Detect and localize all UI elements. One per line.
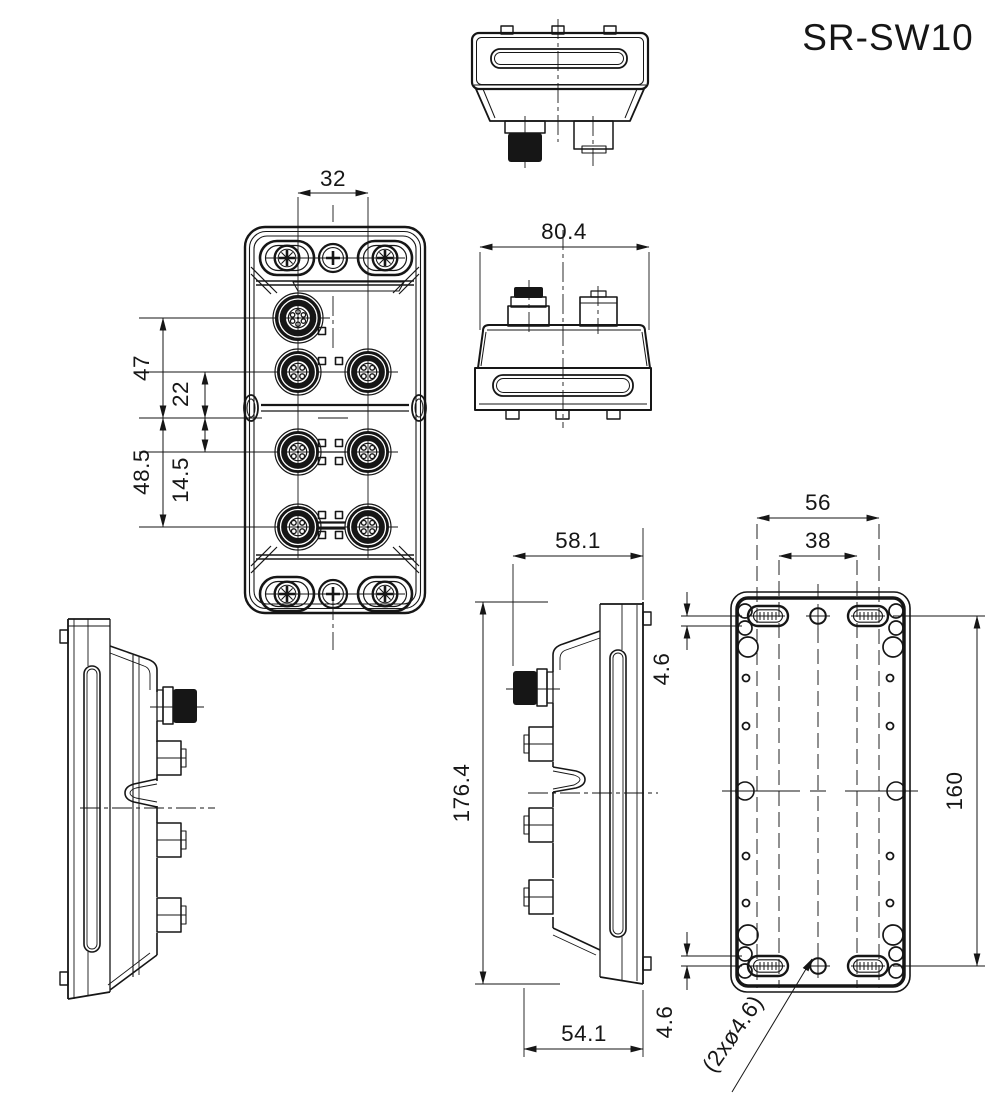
dimension-slot-span-inner: 38 [778,528,858,560]
dimension-gland-depth: 58.1 [512,528,644,560]
dim-label-38: 38 [805,528,831,553]
mounting-slot [746,954,790,978]
m12-port-2 [275,349,321,395]
dimension-slot-row-span: 160 [942,615,981,967]
m12-port-1 [273,293,323,343]
cable-gland-side [513,671,537,705]
cable-gland-top [508,133,542,162]
cable-gland-end [514,287,543,298]
port-stub [156,740,187,776]
m12-port-3 [345,349,391,395]
pilot-holes [741,673,895,908]
dimension-overall-width: 80.4 [479,219,650,251]
port-stub [156,822,187,858]
dimension-edge-offset-top: 4.6 [649,592,742,685]
mounting-slot [846,954,890,978]
mounting-slot [746,604,790,628]
led-indicators [316,326,346,540]
connector-stub-end [579,296,618,327]
dim-label-2x4-6: (2xø4.6) [697,991,768,1077]
m12-port-5 [345,429,391,475]
dimension-port-depth: 54.1 [523,1021,644,1053]
side-view-right: 58.1 176.4 54.1 [449,528,658,1057]
plate-groove [83,665,101,953]
dim-label-80-4: 80.4 [541,219,587,244]
dimension-row2: 22 [168,371,209,419]
latch-hook [552,766,586,793]
m12-port-7 [345,504,391,550]
port-stub [523,879,554,915]
front-view: 32 47 22 48.5 14.5 [129,166,427,650]
mounting-slot [846,604,890,628]
dimension-slot-span-outer: 56 [756,490,880,522]
dimension-row1: 47 [129,317,167,419]
cable-gland-side [173,689,197,723]
rear-view: 56 38 160 4.6 4.6 (2xø4.6) [649,490,985,1093]
plate-tab [59,629,69,644]
plate-tab [59,971,69,986]
plate-groove [609,649,627,938]
plate-tab [642,956,652,971]
dimension-overall-height: 176.4 [449,601,487,985]
dimension-edge-offset-bottom: 4.6 [652,932,742,1038]
top-view [470,19,650,170]
m12-port-6 [275,504,321,550]
hole-callout: (2xø4.6) [697,958,813,1093]
port-stub [523,726,554,762]
dim-label-22: 22 [168,381,193,407]
dimension-row3: 14.5 [168,417,209,503]
dim-label-54-1: 54.1 [561,1021,607,1046]
dim-label-14-5: 14.5 [168,457,193,503]
mounting-hole-bottom [805,953,831,979]
connector-stub-top [573,120,614,150]
lid-slot [490,48,628,69]
port-stub [523,807,554,843]
dim-label-58-1: 58.1 [555,528,601,553]
dimension-row4: 48.5 [129,417,167,528]
end-view: 80.4 [474,219,652,428]
m12-port-4 [275,429,321,475]
plate-tab [642,611,652,626]
dim-label-4-6-bottom: 4.6 [652,1006,677,1039]
dim-label-4-6-top: 4.6 [649,653,674,686]
dim-label-48-5: 48.5 [129,449,154,495]
drawing-title: SR-SW10 [802,17,973,58]
latch-hook [124,778,158,808]
dim-label-32: 32 [320,166,346,191]
mounting-hole-top [805,603,831,629]
side-view-left [59,618,215,1000]
label-window [292,281,405,292]
dim-label-47: 47 [129,355,154,381]
port-stub [156,897,187,933]
dim-label-160: 160 [942,771,967,810]
dim-label-176-4: 176.4 [449,764,474,823]
dim-label-56: 56 [805,490,831,515]
dimension-port-spacing: 32 [297,166,369,197]
